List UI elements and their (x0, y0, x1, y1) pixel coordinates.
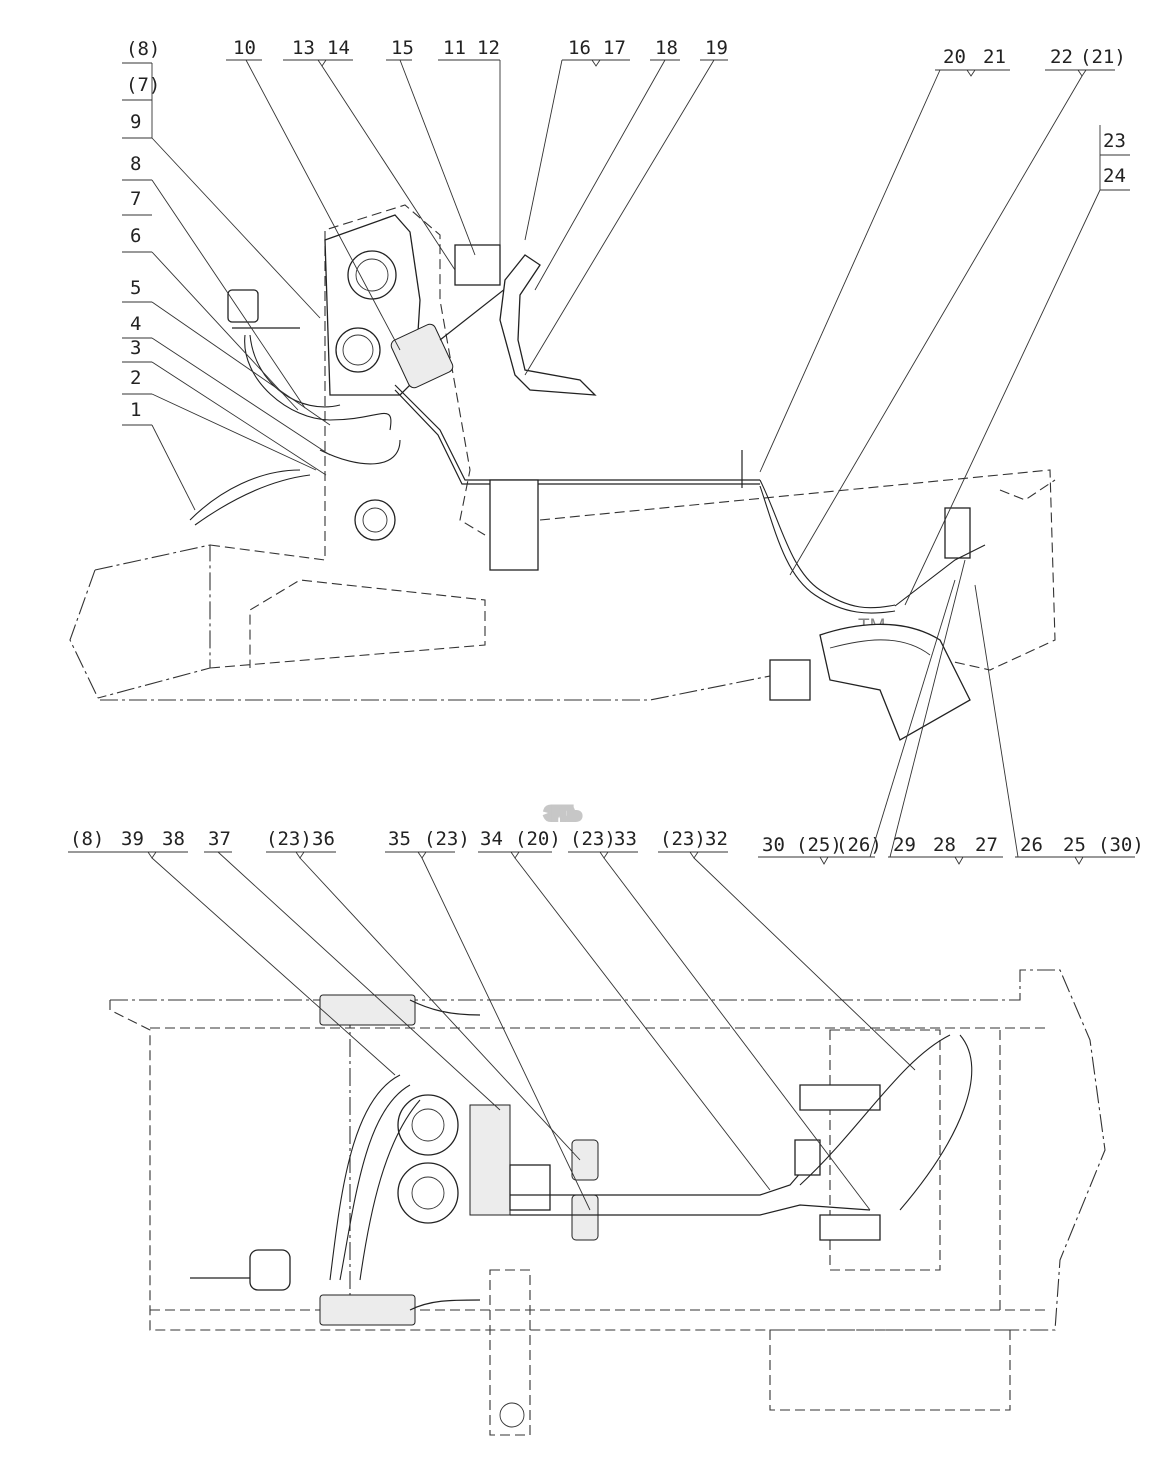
callout-label: (23) (424, 828, 470, 850)
callout-label: 5 (130, 277, 141, 299)
callout-label: 6 (130, 225, 141, 247)
callout-label: 21 (983, 46, 1006, 68)
callout-label: 32 (705, 828, 728, 850)
callout-label: (8) (70, 828, 104, 850)
callout-label: (30) (1098, 834, 1144, 856)
callout-label: 18 (655, 37, 678, 59)
callout-label: 22 (1050, 46, 1073, 68)
callout-label: (23) (570, 828, 616, 850)
callout-label: 15 (391, 37, 414, 59)
callout-label: 39 (121, 828, 144, 850)
callout-label: (7) (126, 74, 160, 96)
callout-label: (23) (266, 828, 312, 850)
callout-label: (8) (126, 38, 160, 60)
callouts-left-column: (8) (7) 9 8 7 6 5 4 3 2 1 (122, 38, 331, 511)
callout-label: 9 (130, 111, 141, 133)
callout-label: 37 (208, 828, 231, 850)
callouts-right: 23 24 30 (25) (26) 29 28 27 26 25 (30) (758, 125, 1144, 865)
callout-label: 24 (1103, 165, 1126, 187)
callout-label: 2 (130, 367, 141, 389)
callout-label: (25) (796, 834, 842, 856)
callouts-lower: (8) 39 38 37 (23) 36 35 (23) 34 (20) (23… (68, 828, 916, 1211)
callout-label: 17 (603, 37, 626, 59)
callout-label: (20) (515, 828, 561, 850)
callout-label: 1 (130, 399, 141, 421)
callout-label: 12 (477, 37, 500, 59)
side-view (69, 204, 1056, 741)
callout-label: (23) (660, 828, 706, 850)
callout-label: 36 (312, 828, 335, 850)
callout-label: 16 (568, 37, 591, 59)
callout-label: 13 (292, 37, 315, 59)
callout-label: 19 (705, 37, 728, 59)
callout-label: 35 (388, 828, 411, 850)
callout-label: 38 (162, 828, 185, 850)
callouts-top-row: 10 13 14 15 11 12 16 17 18 19 20 21 22 (… (226, 37, 1126, 576)
callout-label: 30 (762, 834, 785, 856)
callout-label: 8 (130, 153, 141, 175)
callout-label: 3 (130, 337, 141, 359)
plan-view (109, 969, 1106, 1436)
callout-label: 29 (893, 834, 916, 856)
callout-label: (21) (1080, 46, 1126, 68)
callout-label: 25 (1063, 834, 1086, 856)
callout-label: 33 (614, 828, 637, 850)
callout-label: 23 (1103, 130, 1126, 152)
callout-label: 27 (975, 834, 998, 856)
watermark-text: ЭПСЬ (545, 804, 581, 825)
callout-label: 28 (933, 834, 956, 856)
callout-label: 4 (130, 313, 141, 335)
callout-label: 20 (943, 46, 966, 68)
callout-label: 10 (233, 37, 256, 59)
callout-label: 26 (1020, 834, 1043, 856)
callout-label: (26) (836, 834, 882, 856)
callout-label: 14 (327, 37, 350, 59)
callout-label: 34 (480, 828, 503, 850)
callout-label: 7 (130, 188, 141, 210)
callout-label: 11 (443, 37, 466, 59)
